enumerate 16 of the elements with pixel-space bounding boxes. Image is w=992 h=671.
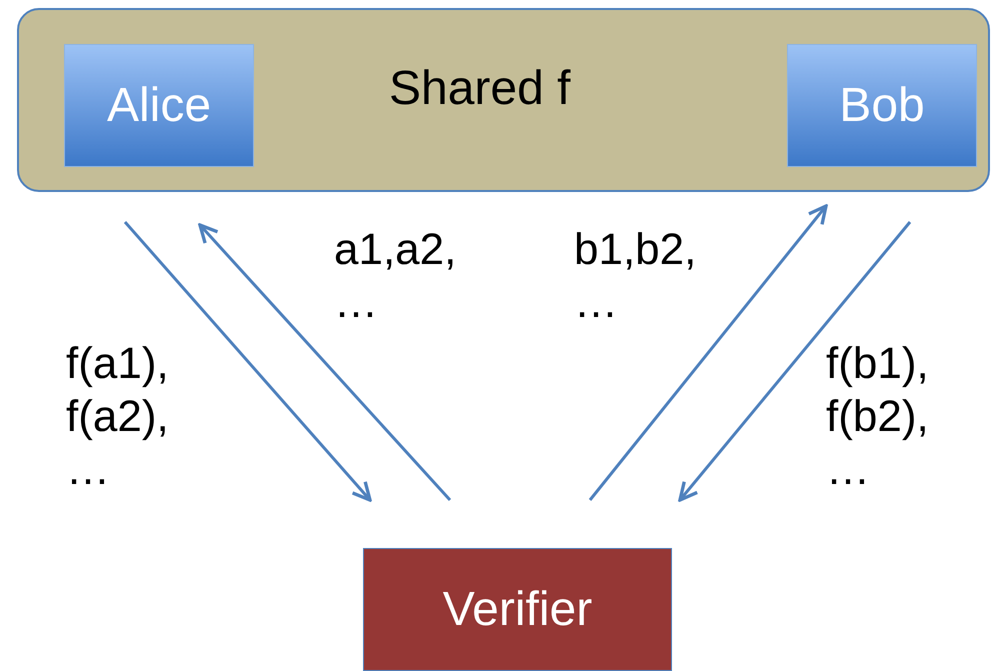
actor-box [64, 44, 254, 167]
edge-label: f(a1), f(a2), … [66, 338, 170, 496]
arrow [198, 223, 452, 501]
node-label: Bob [839, 82, 925, 130]
shared-band [17, 8, 990, 192]
band-title: Shared f [389, 65, 570, 113]
arrow [124, 221, 372, 502]
node-label: Alice [106, 82, 212, 130]
arrow [678, 221, 912, 502]
arrow [588, 204, 828, 501]
edge-label: f(b1), f(b2), … [826, 338, 930, 496]
actor-box [787, 44, 977, 167]
verifier-box [363, 548, 672, 671]
node-label: Verifier [442, 586, 592, 634]
edge-label: a1,a2, … [334, 224, 458, 329]
edge-label: b1,b2, … [574, 224, 698, 329]
